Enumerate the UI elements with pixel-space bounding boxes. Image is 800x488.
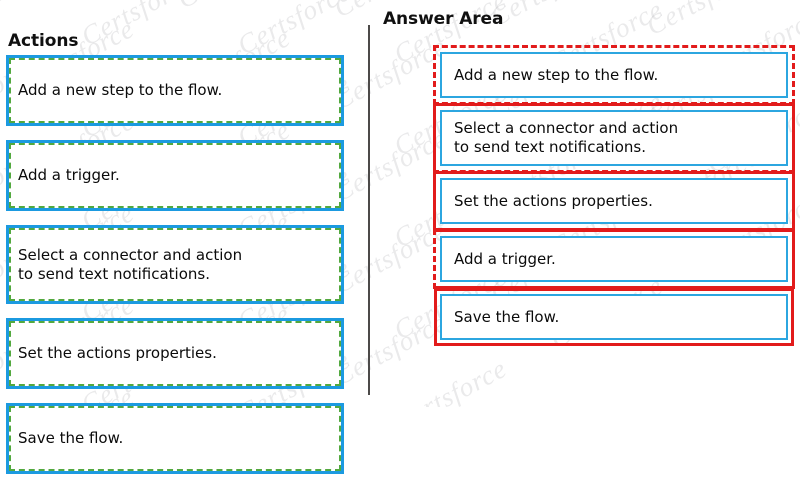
answer-item[interactable]: Add a new step to the flow. <box>433 45 795 105</box>
answer-item-box[interactable]: Save the flow. <box>440 294 788 340</box>
answer-item-label: Add a trigger. <box>454 249 556 268</box>
action-item-label: Add a new step to the flow. <box>18 81 223 99</box>
answer-item-label: Save the flow. <box>454 307 560 326</box>
question-page: Actions Answer Area Add a new step to th… <box>6 9 795 474</box>
action-item[interactable]: Add a trigger. <box>6 140 344 211</box>
answer-item-label: Select a connector and action to send te… <box>454 119 679 156</box>
answer-item[interactable]: Add a trigger. <box>433 229 795 289</box>
answer-item-label: Add a new step to the flow. <box>454 65 659 84</box>
answer-item-box[interactable]: Add a trigger. <box>440 236 788 282</box>
action-item[interactable]: Save the flow. <box>6 403 344 474</box>
answer-item-box[interactable]: Select a connector and action to send te… <box>440 110 788 166</box>
answer-area-list: Add a new step to the flow. Select a con… <box>433 45 795 352</box>
answer-item-label: Set the actions properties. <box>454 191 653 210</box>
action-item[interactable]: Select a connector and action to send te… <box>6 225 344 304</box>
action-item-label: Set the actions properties. <box>18 344 217 362</box>
action-item[interactable]: Add a new step to the flow. <box>6 55 344 126</box>
actions-heading: Actions <box>8 31 79 51</box>
action-item-label: Select a connector and action to send te… <box>18 245 243 283</box>
action-item-label: Add a trigger. <box>18 166 120 184</box>
panel-divider <box>368 25 370 395</box>
action-item-label: Save the flow. <box>18 429 124 447</box>
actions-list: Add a new step to the flow. Add a trigge… <box>6 55 344 488</box>
answer-item-box[interactable]: Add a new step to the flow. <box>440 52 788 98</box>
answer-item[interactable]: Set the actions properties. <box>433 171 795 231</box>
action-item[interactable]: Set the actions properties. <box>6 318 344 389</box>
answer-item-box[interactable]: Set the actions properties. <box>440 178 788 224</box>
answer-area-heading: Answer Area <box>383 9 504 29</box>
answer-item[interactable]: Select a connector and action to send te… <box>433 103 795 173</box>
answer-item[interactable]: Save the flow. <box>434 288 794 346</box>
